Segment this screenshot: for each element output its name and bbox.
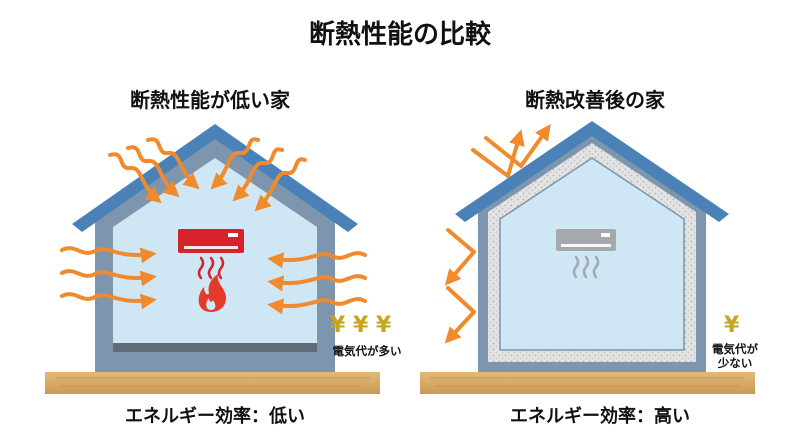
house-low-insulation [60,124,367,372]
house-improved-insulation [444,121,729,372]
cost-label-high: 電気代が多い [332,344,402,358]
ground-right [420,372,755,394]
heat-arrows-reflected [444,124,551,344]
heat-arrows-in [60,137,367,315]
ground-left [45,372,380,394]
house-label-improved: 断熱改善後の家 [525,88,665,112]
cost-label-low-line1: 電気代が [712,342,758,356]
efficiency-label-high: エネルギー効率：高い [510,406,690,427]
heat-wave-lines [197,256,225,280]
page-title: 断熱性能の比較 [308,20,491,50]
yen-icon: ¥ [724,313,740,338]
cost-label-low-line2: 少ない [717,356,753,370]
yen-icon: ¥ ¥ ¥ [330,313,392,338]
house-interior [499,157,685,351]
flame-icon [198,274,226,312]
efficiency-label-low: エネルギー効率：低い [125,406,305,427]
house-label-low: 断熱性能が低い家 [130,88,290,112]
air-conditioner-icon [556,229,616,251]
floor [113,343,317,352]
cool-wave-lines [572,255,600,279]
air-conditioner-icon [178,229,244,253]
